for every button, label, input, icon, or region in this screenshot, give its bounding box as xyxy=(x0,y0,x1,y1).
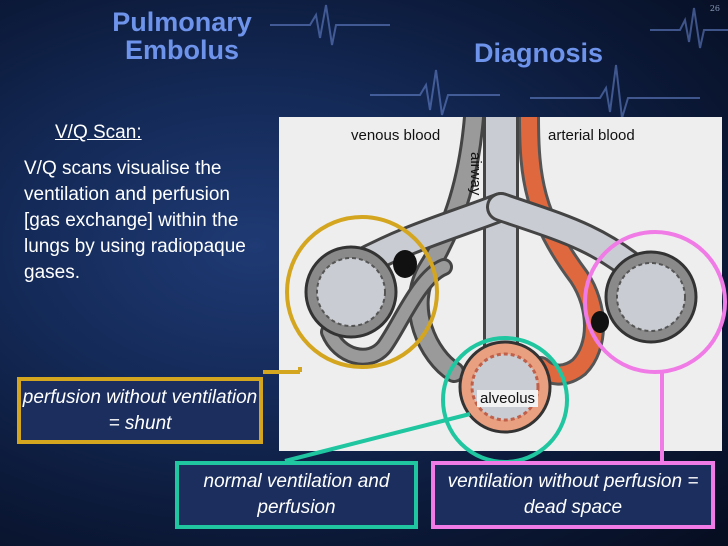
alveolus-right xyxy=(604,250,698,344)
ecg-trace-decoration xyxy=(270,4,728,119)
slide-title-right: Diagnosis xyxy=(474,38,604,68)
label-arterial-blood: arterial blood xyxy=(548,127,635,144)
callout-normal: normal ventilation and perfusion xyxy=(175,461,418,529)
slide-number: 26 xyxy=(709,4,720,13)
label-airway: airway xyxy=(467,152,484,196)
callout-shunt: perfusion without ventilation = shunt xyxy=(17,377,263,444)
label-alveolus: alveolus xyxy=(477,390,539,407)
label-venous-blood: venous blood xyxy=(351,127,441,144)
alveolus-left xyxy=(304,245,398,339)
vessel-blockage-right xyxy=(591,311,609,333)
vq-scan-heading: V/Q Scan: xyxy=(55,122,142,143)
slide-title-left: Pulmonary Embolus xyxy=(112,7,252,65)
alveolus-center xyxy=(458,340,552,434)
callout-dead-space: ventilation without perfusion = dead spa… xyxy=(431,461,715,529)
airway-blockage-left xyxy=(393,250,417,278)
vq-scan-description: V/Q scans visualise the ventilation and … xyxy=(24,158,246,283)
